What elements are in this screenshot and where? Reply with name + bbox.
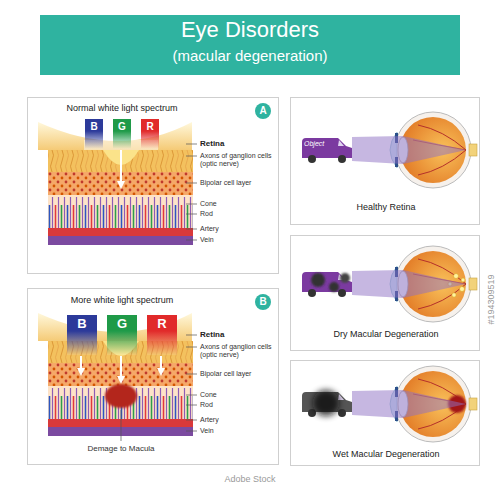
art-use	[302, 272, 352, 297]
part-label: Retina	[200, 330, 270, 340]
part-label: Rod	[200, 401, 276, 409]
color-spectrum-bar: B	[67, 315, 97, 355]
panel-heading: Wet Macular Degeneration	[296, 449, 476, 459]
panel-letter: A	[255, 103, 271, 119]
part-label: Bipolar cell layer	[200, 370, 276, 378]
dry-eye	[302, 246, 477, 322]
retina-cross-section-damaged	[38, 313, 197, 441]
art-circle	[329, 282, 339, 292]
figure-panel: Wet Macular Degeneration	[290, 360, 480, 466]
part-label: Cone	[200, 200, 276, 208]
part-label: Vein	[200, 236, 276, 244]
panel-letter: G	[107, 317, 137, 332]
color-spectrum-bar: G	[107, 315, 137, 355]
part-label: Axons of ganglion cells (optic nerve)	[200, 343, 276, 360]
badge-circle-shape	[255, 103, 271, 119]
color-spectrum-bar: G	[113, 119, 131, 149]
art-circle	[452, 293, 456, 297]
healthy-eye	[302, 112, 477, 188]
wet-eye	[302, 366, 477, 442]
badge-circle-shape	[255, 294, 271, 310]
art-line	[121, 410, 122, 441]
art-circle	[313, 390, 339, 416]
panel-letter-badge: B	[255, 294, 271, 310]
watermark: Adobe Stock	[200, 474, 300, 485]
panel-letter: B	[85, 121, 103, 133]
art-circle	[311, 273, 325, 287]
watermark: #194309519	[486, 264, 497, 334]
art-line	[120, 356, 122, 380]
part-label: Retina	[200, 139, 270, 149]
art-line	[80, 356, 82, 372]
panel-heading: More white light spectrum	[37, 295, 207, 305]
art-circle	[454, 274, 459, 279]
art-ellipse	[105, 384, 137, 408]
art-use	[352, 136, 466, 164]
art-use	[352, 270, 466, 298]
panel-letter: G	[113, 121, 131, 133]
part-label: Cone	[200, 391, 276, 399]
figure-panel: Healthy Retina	[290, 97, 480, 225]
art-circle	[340, 273, 350, 283]
color-spectrum-bar: B	[85, 119, 103, 149]
part-label: Axons of ganglion cells (optic nerve)	[200, 152, 276, 169]
part-label: Rod	[200, 210, 276, 218]
color-spectrum-bar: R	[141, 119, 159, 149]
part-label: Vein	[200, 427, 276, 435]
panel-letter: B	[67, 317, 97, 332]
figure-panel: Dry Macular Degeneration	[290, 235, 480, 351]
art-circle	[461, 278, 465, 282]
subtitle: (macular degeneration)	[40, 47, 460, 65]
panel-letter-badge: A	[255, 103, 271, 119]
art-use	[302, 138, 352, 163]
title-banner	[40, 15, 460, 75]
panel-heading: Healthy Retina	[296, 202, 476, 212]
part-label: Artery	[200, 225, 276, 233]
panel-letter: B	[255, 294, 271, 310]
art-line	[120, 150, 122, 185]
diagram-title: Eye Disorders	[40, 17, 460, 43]
color-spectrum-bar: R	[147, 315, 177, 355]
part-label: Artery	[200, 416, 276, 424]
panel-heading: Dry Macular Degeneration	[296, 329, 476, 339]
panel-letter: R	[147, 317, 177, 332]
art-use	[352, 390, 466, 418]
panel-letter: R	[141, 121, 159, 133]
part-label: Bipolar cell layer	[200, 179, 276, 187]
art-circle	[460, 287, 465, 292]
panel-heading: Normal white light spectrum	[37, 103, 207, 113]
art-line	[160, 356, 162, 372]
part-label: Demage to Macula	[71, 444, 171, 454]
object-label: Object	[304, 140, 338, 148]
art-use	[38, 313, 197, 436]
